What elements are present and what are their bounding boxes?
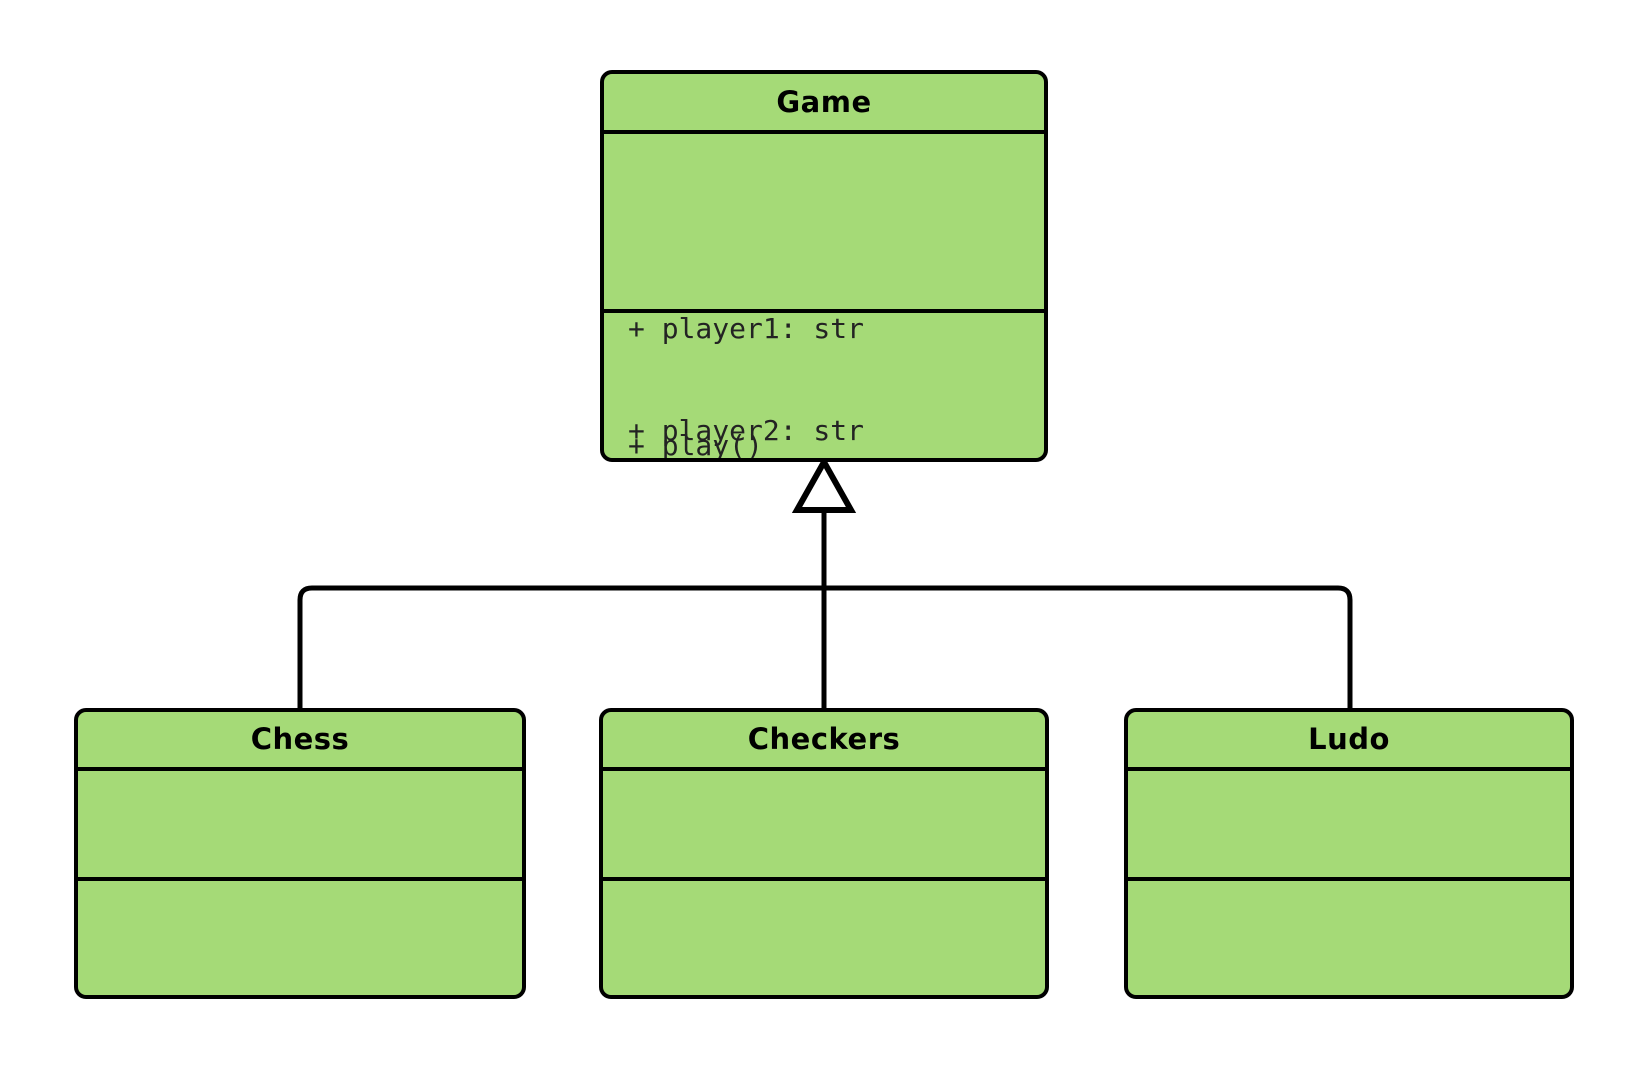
attributes-compartment <box>78 771 522 881</box>
class-name-compartment: Chess <box>78 712 522 771</box>
uml-class-checkers[interactable]: Checkers <box>599 708 1049 999</box>
operation-list: + play() <box>604 313 1044 462</box>
class-name-label: Game <box>776 84 872 119</box>
operations-compartment <box>1128 881 1570 995</box>
uml-class-ludo[interactable]: Ludo <box>1124 708 1574 999</box>
attributes-compartment <box>603 771 1045 881</box>
attribute-list: + player1: str + player2: str <box>604 134 1044 458</box>
class-name-compartment: Game <box>604 74 1044 134</box>
attributes-compartment <box>1128 771 1570 881</box>
operations-compartment: + play() <box>604 313 1044 458</box>
operations-compartment <box>603 881 1045 995</box>
operation-item: + play() <box>628 429 763 462</box>
class-name-label: Ludo <box>1308 722 1390 756</box>
uml-class-game[interactable]: Game + player1: str + player2: str + pla… <box>600 70 1048 462</box>
class-name-label: Chess <box>250 722 350 756</box>
uml-class-chess[interactable]: Chess <box>74 708 526 999</box>
attributes-compartment: + player1: str + player2: str <box>604 134 1044 447</box>
inheritance-arrowhead <box>791 455 857 513</box>
class-name-compartment: Ludo <box>1128 712 1570 771</box>
operations-compartment <box>78 881 522 995</box>
attribute-item: + player1: str <box>628 312 865 345</box>
class-name-label: Checkers <box>747 722 901 756</box>
attribute-item: + player2: str <box>628 414 865 447</box>
class-name-compartment: Checkers <box>603 712 1045 771</box>
generalization-bus <box>297 585 1353 708</box>
